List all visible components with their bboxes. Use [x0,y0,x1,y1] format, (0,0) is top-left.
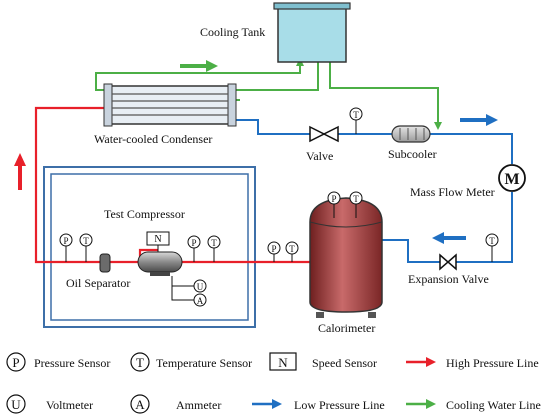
mass-flow-meter-label: Mass Flow Meter [410,185,495,199]
legend-voltmeter-icon: U [6,394,26,414]
svg-text:P: P [271,244,276,254]
svg-text:A: A [197,296,204,306]
svg-text:U: U [197,282,204,292]
legend-ammeter: Ammeter [176,398,221,412]
temperature-sensor-valve: T [349,107,363,134]
svg-text:T: T [83,236,89,246]
svg-text:U: U [11,397,21,412]
calorimeter [309,197,383,318]
mass-flow-meter: M [498,164,526,192]
legend-speed-sensor-icon: N [269,352,297,371]
calorimeter-temperature-sensor: T [349,191,363,218]
svg-text:T: T [211,238,217,248]
compressor-outlet-temperature-sensor: T [207,235,221,262]
compressor-ammeter: A [193,293,207,307]
svg-text:A: A [135,397,145,412]
oil-separator [99,253,111,273]
subcooler [391,125,431,143]
oil-separator-label: Oil Separator [66,276,130,290]
cooling-water-lines [95,62,439,126]
legend-temperature-sensor-icon: T [130,352,150,372]
svg-text:P: P [12,355,19,370]
legend-pressure-sensor: Pressure Sensor [34,356,110,370]
svg-text:T: T [353,110,359,120]
legend-pressure-sensor-icon: P [6,352,26,372]
cooling-tank-label: Cooling Tank [200,25,265,39]
expansion-valve [439,253,457,271]
water-cooled-condenser [103,83,237,127]
inlet-pressure-sensor: P [59,233,73,262]
calorimeter-label: Calorimeter [318,321,375,335]
legend-high-pressure-line: High Pressure Line [446,356,539,370]
low-pressure-lines [232,119,513,263]
condenser-label: Water-cooled Condenser [94,132,212,146]
speed-sensor: N [146,231,170,252]
legend-low-pressure-line: Low Pressure Line [294,398,385,412]
legend-cooling-water-arrow [406,399,436,409]
test-compressor-label: Test Compressor [104,207,185,221]
water-arrow-head-subcooler [434,122,442,130]
svg-text:N: N [278,355,288,370]
discharge-temperature-sensor: T [285,241,299,262]
cooling-tank [273,2,351,63]
svg-text:M: M [504,171,519,188]
legend-cooling-water-line: Cooling Water Line [446,398,541,412]
low-pressure-flow-arrow-right [432,232,466,244]
legend-temperature-sensor: Temperature Sensor [156,356,252,370]
valve-label: Valve [306,149,333,163]
legend-high-pressure-arrow [406,357,436,367]
legend-voltmeter: Voltmeter [46,398,93,412]
svg-text:N: N [154,234,161,245]
inlet-temperature-sensor: T [79,233,93,262]
svg-text:T: T [136,355,144,370]
legend-ammeter-icon: A [130,394,150,414]
legend-low-pressure-arrow [252,399,282,409]
svg-text:P: P [191,238,196,248]
svg-text:T: T [289,244,295,254]
legend-speed-sensor: Speed Sensor [312,356,377,370]
valve [309,125,339,143]
compressor-enclosure [43,166,256,328]
temperature-sensor-right: T [485,233,499,262]
low-pressure-flow-arrow-top [460,114,498,126]
svg-text:T: T [489,236,495,246]
compressor-outlet-pressure-sensor: P [187,235,201,262]
svg-text:T: T [353,194,359,204]
compressor-voltmeter: U [193,279,207,293]
subcooler-label: Subcooler [388,147,437,161]
compressor [137,251,183,276]
expansion-valve-label: Expansion Valve [408,272,489,286]
svg-text:P: P [63,236,68,246]
compressor-meter-leads [171,276,194,301]
calorimeter-pressure-sensor: P [327,191,341,218]
svg-text:P: P [331,194,336,204]
discharge-pressure-sensor: P [267,241,281,262]
high-pressure-flow-arrow [14,153,26,190]
cooling-water-flow-arrow [180,60,218,72]
legend: P Pressure Sensor T Temperature Sensor N… [6,352,541,414]
